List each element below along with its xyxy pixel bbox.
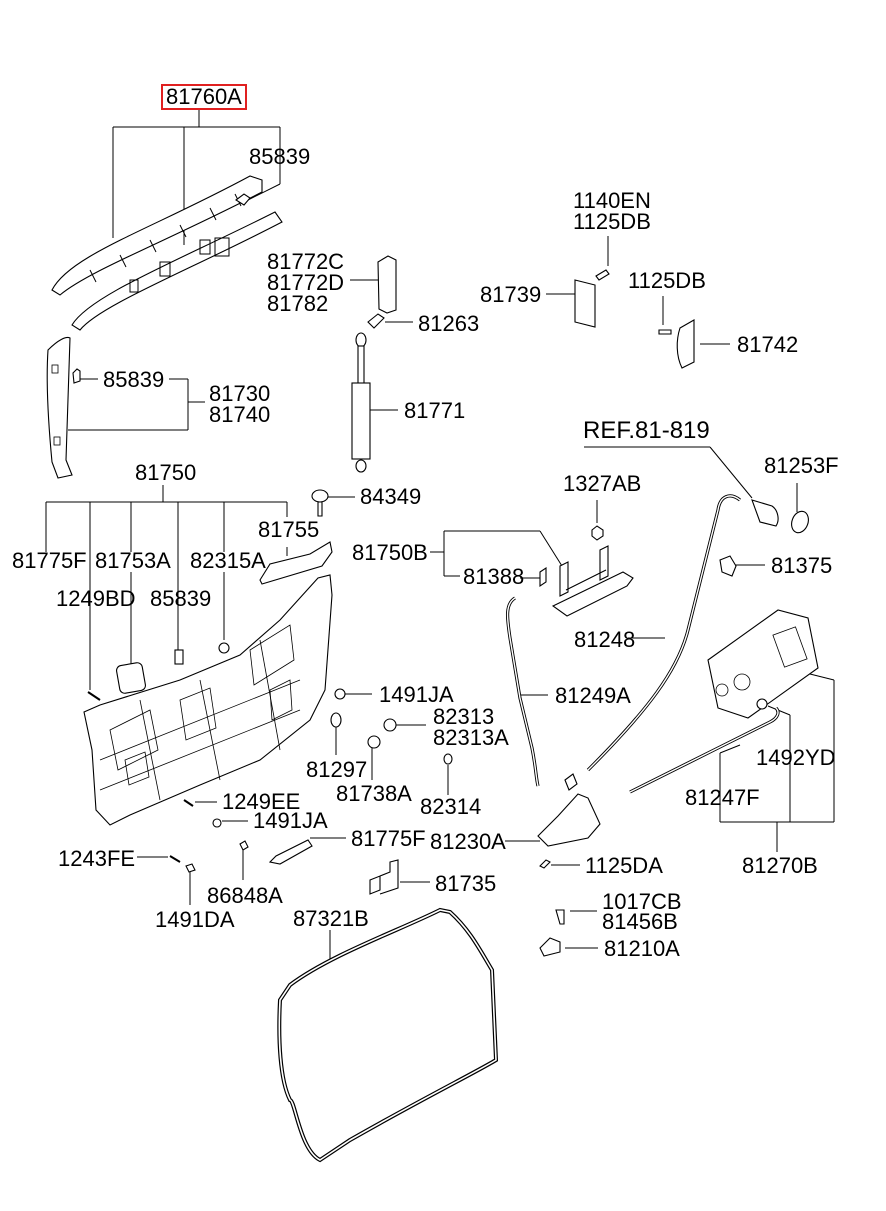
part-1491DA-drawing: [185, 863, 196, 873]
label-81739[interactable]: 81739: [480, 282, 542, 307]
part-1017CB-drawing: [555, 909, 565, 925]
part-81735-drawing: [369, 859, 399, 895]
label-81249A[interactable]: 81249A: [555, 683, 631, 708]
part-81750-drawing: [83, 574, 333, 826]
label-1327AB[interactable]: 1327AB: [563, 471, 642, 496]
label-81771[interactable]: 81771: [404, 398, 466, 423]
part-81739-drawing: [574, 279, 596, 328]
part-81253F-drawing: [791, 510, 809, 534]
label-81248[interactable]: 81248: [574, 627, 636, 652]
part-81760A-drawing: [51, 175, 283, 331]
part-82313-drawing: [383, 718, 397, 732]
label-85839-top[interactable]: 85839: [249, 144, 311, 169]
part-81375-drawing: [719, 555, 737, 577]
part-ref-cylinder-drawing: [751, 499, 779, 527]
label-1243FE[interactable]: 1243FE: [58, 846, 136, 871]
part-81772-drawing: [377, 255, 397, 314]
part-81263-drawing: [367, 313, 385, 329]
label-81775F-mid[interactable]: 81775F: [351, 826, 426, 851]
part-1243FE-drawing: [169, 855, 181, 863]
part-81753A-drawing: [116, 662, 146, 694]
part-81755-drawing: [259, 541, 333, 585]
part-81230A-drawing: [537, 773, 601, 847]
part-1491JA-drawing: [334, 688, 346, 700]
label-81730-81740[interactable]: 81730 81740: [209, 381, 271, 427]
part-86848A-drawing: [239, 840, 249, 851]
label-81247F[interactable]: 81247F: [685, 785, 760, 810]
label-82313-82313A[interactable]: 82313 82313A: [433, 704, 509, 750]
part-81297-drawing: [330, 712, 342, 728]
part-84349-drawing: [311, 489, 329, 517]
label-81253F[interactable]: 81253F: [764, 453, 839, 478]
label-1249BD[interactable]: 1249BD: [56, 586, 136, 611]
label-81735[interactable]: 81735: [435, 871, 497, 896]
label-84349[interactable]: 84349: [360, 484, 422, 509]
part-81771-drawing: [351, 332, 371, 473]
label-85839-low[interactable]: 85839: [150, 586, 212, 611]
part-81388-drawing: [539, 566, 547, 588]
part-1491JA-b-drawing: [212, 818, 222, 828]
label-1140EN-1125DB[interactable]: 1140EN 1125DB: [573, 188, 651, 234]
label-81230A[interactable]: 81230A: [430, 829, 506, 854]
label-82314[interactable]: 82314: [420, 794, 482, 819]
part-1492YD-drawing: [756, 698, 768, 710]
label-1125DA[interactable]: 1125DA: [585, 853, 663, 878]
part-81210A-drawing: [539, 937, 561, 957]
label-ref-81-819[interactable]: REF.81-819: [583, 417, 710, 444]
leader-lines: [45, 110, 835, 962]
label-81297[interactable]: 81297: [306, 757, 368, 782]
label-1492YD[interactable]: 1492YD: [756, 745, 836, 770]
label-81750[interactable]: 81750: [135, 460, 197, 485]
label-1491JA-b[interactable]: 1491JA: [253, 808, 328, 833]
part-1249BD-drawing: [87, 691, 101, 701]
part-1125DB-drawing: [658, 329, 672, 335]
part-81738A-drawing: [367, 735, 381, 749]
label-81375[interactable]: 81375: [771, 553, 833, 578]
label-1491JA-a[interactable]: 1491JA: [379, 682, 454, 707]
label-82315A[interactable]: 82315A: [190, 548, 266, 573]
label-86848A[interactable]: 86848A: [207, 883, 283, 908]
part-87321B-drawing: [277, 907, 499, 1163]
label-81263[interactable]: 81263: [418, 311, 480, 336]
part-1125DA-drawing: [539, 859, 551, 869]
label-81753A[interactable]: 81753A: [95, 548, 171, 573]
label-87321B[interactable]: 87321B: [293, 906, 369, 931]
label-81772c-81772d-81782[interactable]: 81772C 81772D 81782: [267, 249, 345, 316]
part-81730-drawing: [46, 336, 81, 479]
label-81742[interactable]: 81742: [737, 332, 799, 357]
part-1327AB-drawing: [591, 525, 604, 541]
label-1125DB[interactable]: 1125DB: [628, 268, 706, 293]
part-1249EE-drawing: [183, 799, 194, 807]
label-81210A[interactable]: 81210A: [604, 936, 680, 961]
label-81270B[interactable]: 81270B: [742, 853, 818, 878]
part-81775F-drawing: [268, 839, 313, 865]
label-81750B[interactable]: 81750B: [352, 540, 428, 565]
part-82315A-drawing: [218, 642, 230, 654]
label-81738A[interactable]: 81738A: [336, 781, 412, 806]
label-81775F-left[interactable]: 81775F: [12, 548, 87, 573]
label-85839-mid[interactable]: 85839: [103, 367, 165, 392]
part-81270B-drawing: [707, 609, 819, 719]
part-drawings: [46, 175, 819, 1163]
part-1140EN-drawing: [595, 269, 610, 281]
label-1017CB-81456B[interactable]: 1017CB 81456B: [602, 889, 682, 934]
label-81760A[interactable]: 81760A: [161, 84, 247, 110]
part-82314-drawing: [443, 753, 453, 765]
label-1249EE[interactable]: 1249EE: [222, 789, 301, 814]
part-81750B-drawing: [551, 545, 634, 617]
part-81742-drawing: [676, 319, 695, 369]
label-81755[interactable]: 81755: [258, 517, 320, 542]
label-1491DA[interactable]: 1491DA: [155, 907, 235, 932]
part-85839-clip-drawing: [174, 649, 184, 665]
label-81388[interactable]: 81388: [463, 564, 525, 589]
